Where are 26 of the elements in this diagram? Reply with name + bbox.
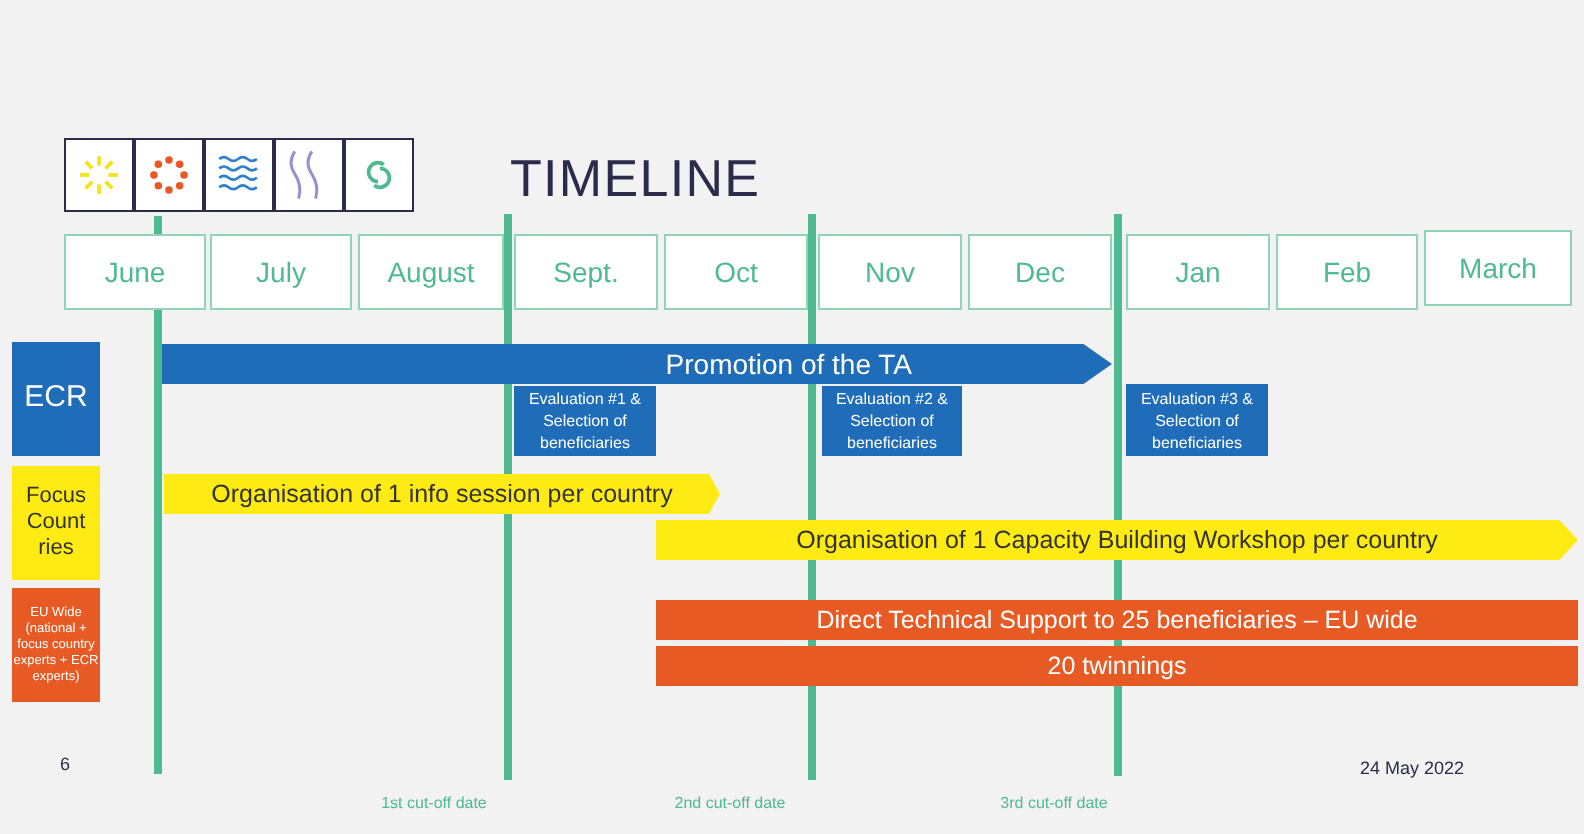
month-box: Dec [968,234,1112,310]
month-box: August [358,234,504,310]
timeline-arrow-bar: Organisation of 1 Capacity Building Workshop per country [656,520,1578,560]
row-header: ECR [12,342,100,456]
page-number: 6 [60,752,71,778]
evaluation-box: Evaluation #2 & Selection of beneficiaries [822,386,962,456]
timeline-arrow-bar: Organisation of 1 info session per country [164,474,720,514]
row-header: Focus Count ries [12,466,100,580]
title: TIMELINE [510,146,761,212]
evaluation-box: Evaluation #1 & Selection of beneficiaries [514,386,656,456]
month-box: Feb [1276,234,1418,310]
timeline-bar: Direct Technical Support to 25 beneficiaries – EU wide [656,600,1578,640]
month-box: Nov [818,234,962,310]
cut-off-label: 2nd cut-off date [672,792,788,816]
month-box: July [210,234,352,310]
cut-off-label: 3rd cut-off date [998,792,1110,816]
date-label: 24 May 2022 [1360,756,1465,782]
month-box: Sept. [514,234,658,310]
timeline-arrow-bar: Promotion of the TA [162,344,1112,384]
month-box: June [64,234,206,310]
cut-off-label: 1st cut-off date [379,792,489,816]
month-box: Jan [1126,234,1270,310]
month-box: March [1424,230,1572,306]
evaluation-box: Evaluation #3 & Selection of beneficiaries [1126,384,1268,456]
month-box: Oct [664,234,808,310]
timeline-bar: 20 twinnings [656,646,1578,686]
